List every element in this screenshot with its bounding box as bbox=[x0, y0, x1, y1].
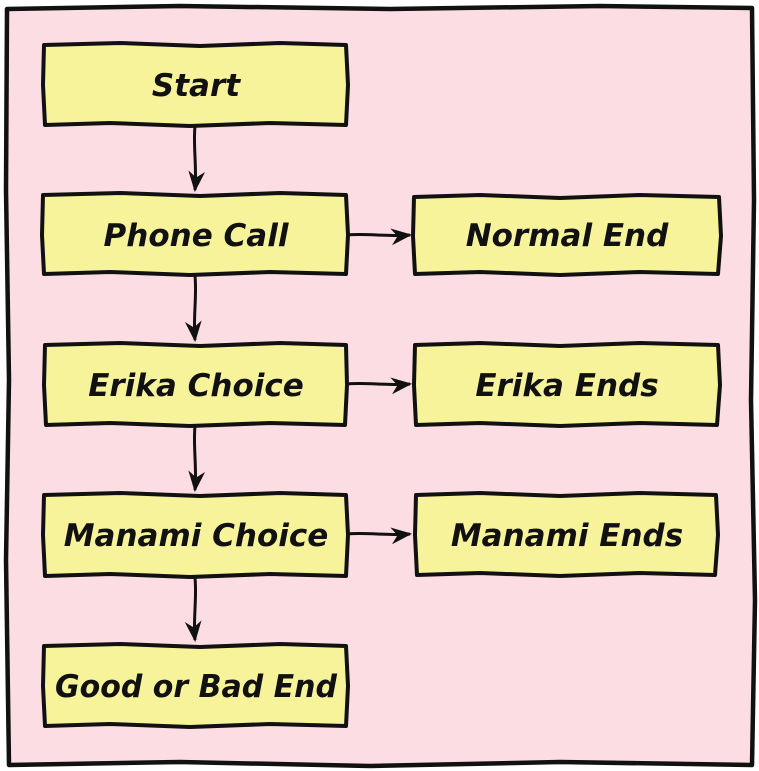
edge-erika-choice-to-manami-choice bbox=[188, 425, 206, 493]
node-phone-call: Phone Call bbox=[40, 191, 350, 277]
edge-phone-call-to-normal-end bbox=[346, 228, 413, 246]
edge-manami-choice-to-manami-ends bbox=[346, 527, 413, 545]
node-phone-call-label: Phone Call bbox=[104, 218, 289, 254]
node-good-or-bad-end-label: Good or Bad End bbox=[55, 669, 338, 705]
node-start-label: Start bbox=[152, 68, 241, 104]
node-manami-ends: Manami Ends bbox=[413, 491, 720, 578]
node-normal-end: Normal End bbox=[411, 193, 723, 277]
edge-start-to-phone-call bbox=[188, 125, 206, 193]
node-manami-choice: Manami Choice bbox=[41, 491, 350, 579]
node-erika-choice: Erika Choice bbox=[42, 341, 349, 428]
node-start: Start bbox=[41, 41, 350, 128]
node-erika-ends: Erika Ends bbox=[412, 341, 722, 428]
edge-erika-choice-to-erika-ends bbox=[346, 377, 413, 395]
node-erika-ends-label: Erika Ends bbox=[475, 368, 658, 404]
edge-phone-call-to-erika-choice bbox=[184, 275, 202, 343]
node-good-or-bad-end: Good or Bad End bbox=[41, 642, 350, 729]
node-erika-choice-label: Erika Choice bbox=[88, 368, 304, 404]
edge-manami-choice-to-good-or-bad-end bbox=[184, 577, 202, 643]
node-manami-ends-label: Manami Ends bbox=[451, 518, 683, 554]
node-manami-choice-label: Manami Choice bbox=[64, 518, 329, 554]
node-normal-end-label: Normal End bbox=[466, 218, 669, 254]
